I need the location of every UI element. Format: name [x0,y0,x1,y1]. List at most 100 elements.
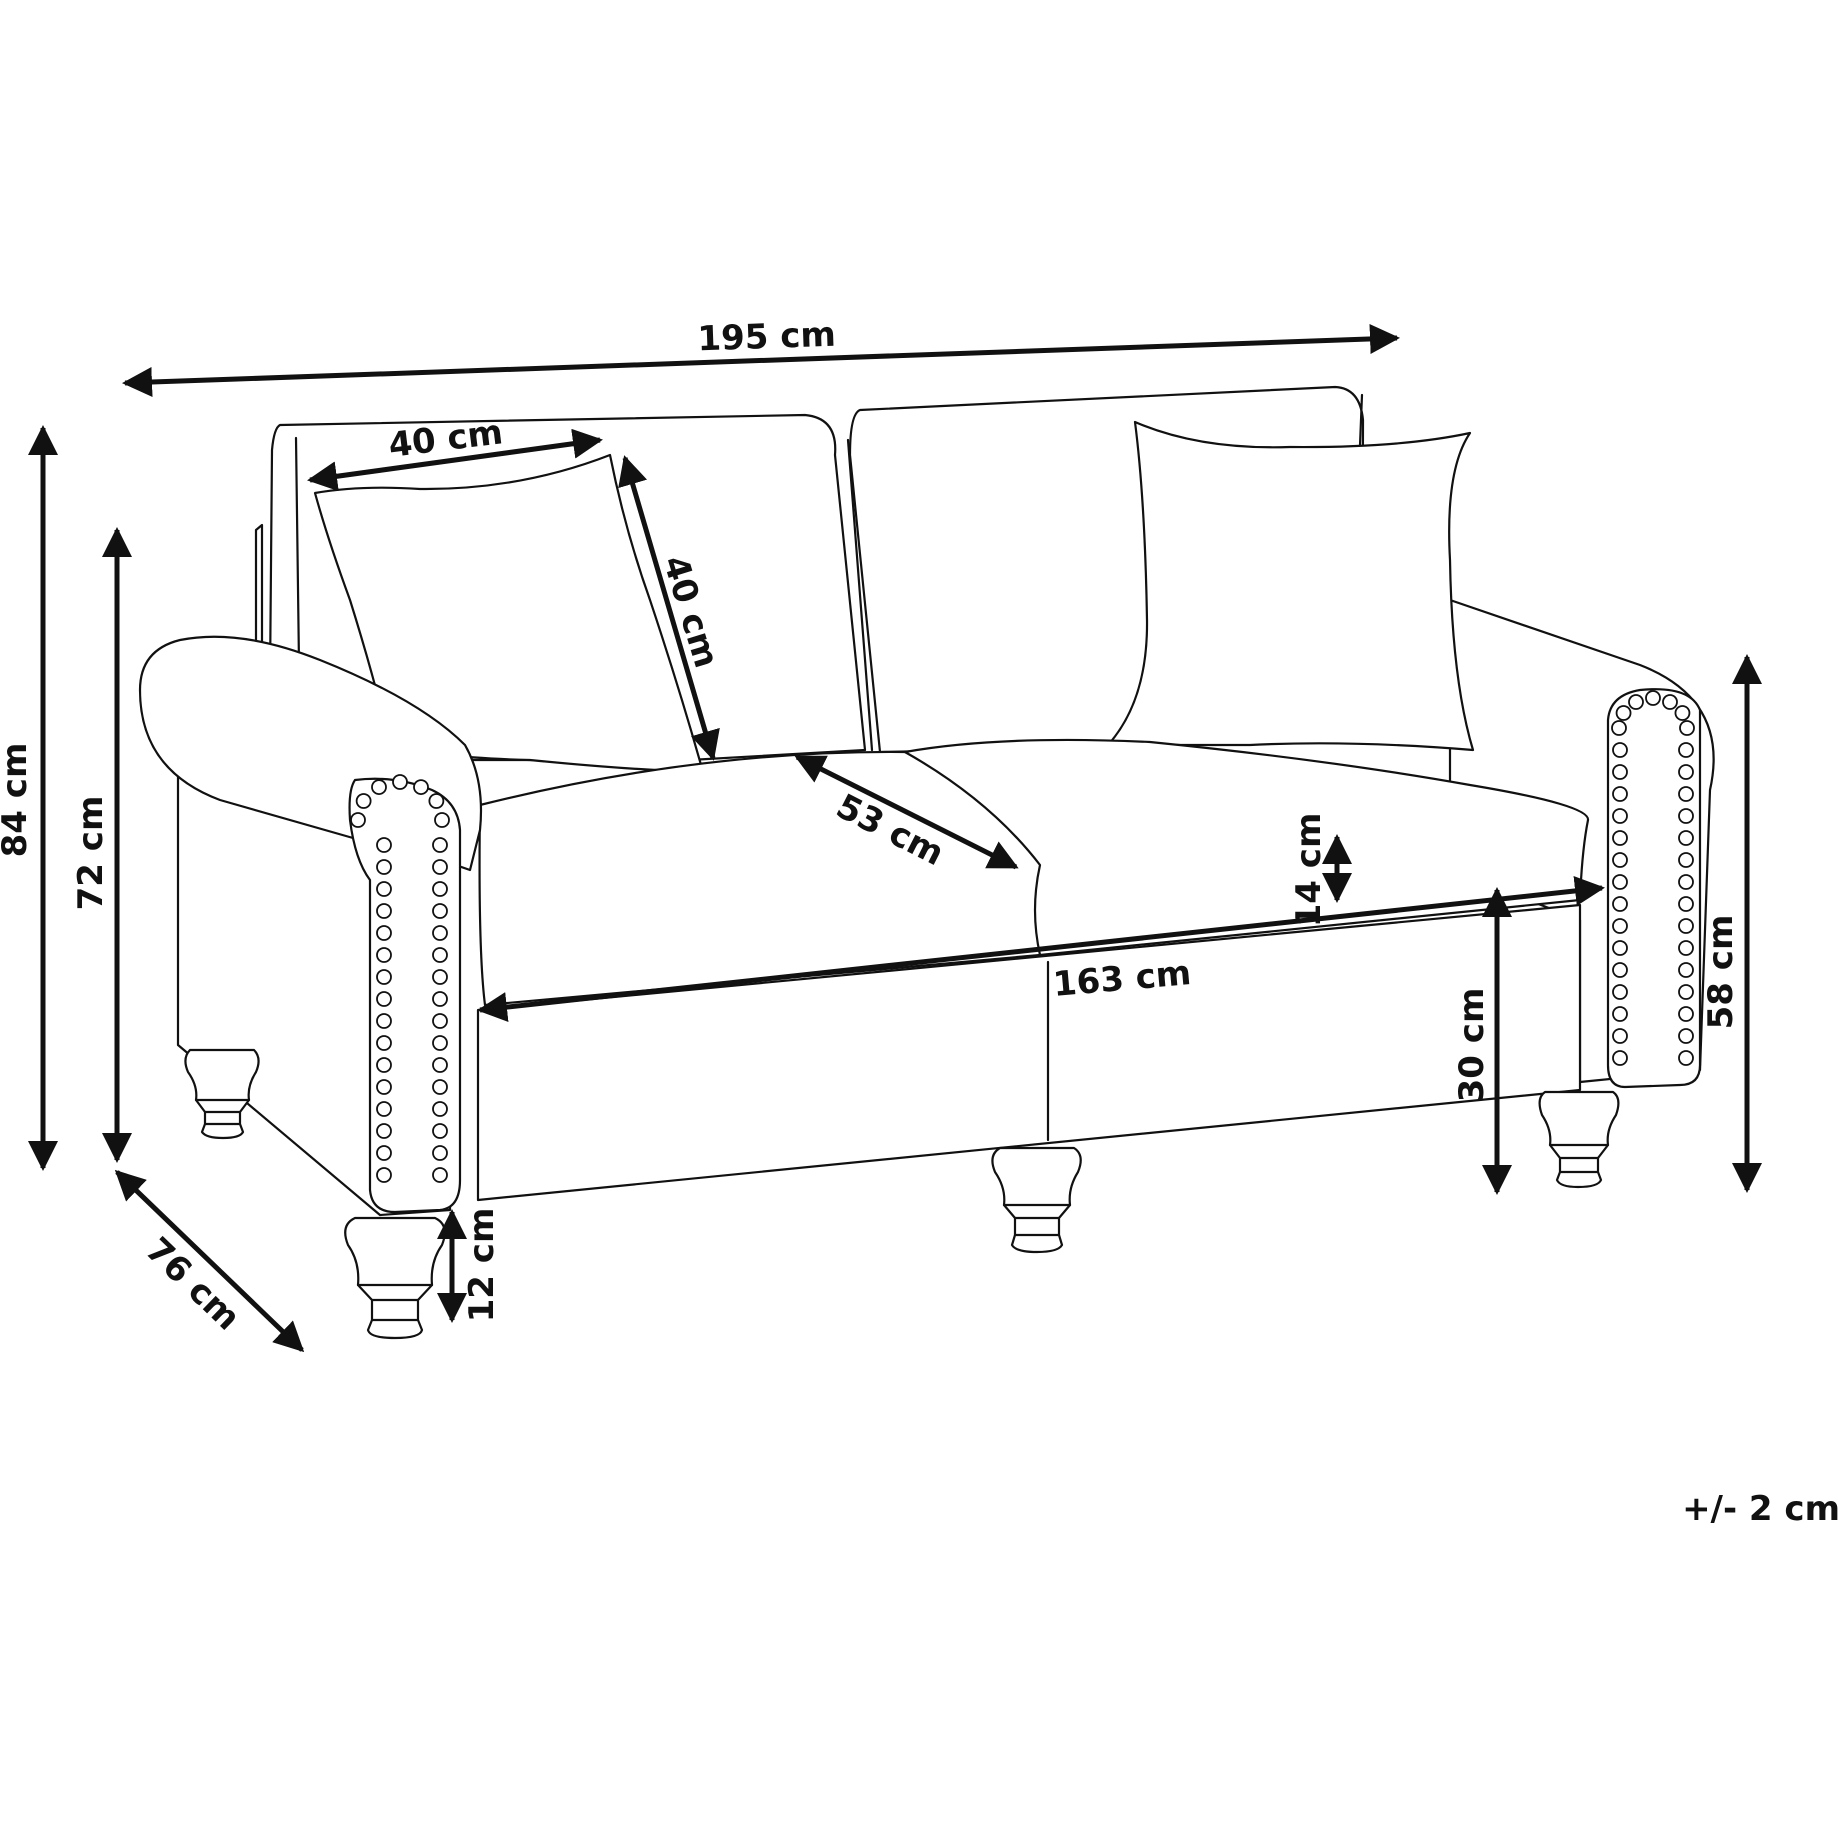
dim-line-seat-width [477,876,1605,1022]
nailhead-stud [432,1123,448,1139]
nailhead-stud [1678,742,1694,758]
nailhead-stud [1678,896,1694,912]
nailhead-stud [1679,720,1695,736]
nailhead-stud [355,793,372,809]
nailhead-stud [432,1145,448,1161]
nailhead-stud [1612,1028,1628,1044]
nailhead-stud [376,1145,392,1161]
nailhead-stud [1678,984,1694,1000]
nailhead-stud [1612,940,1628,956]
nailhead-stud [432,1101,448,1117]
nailhead-stud [371,779,387,795]
nailhead-stud [1612,874,1628,890]
nailhead-stud [1645,690,1661,706]
nailhead-stud [1678,808,1694,824]
nailhead-stud [1628,694,1644,710]
nailhead-stud [1678,874,1694,890]
nailhead-stud [1678,918,1694,934]
back-frame-left-tab [254,523,264,662]
nailhead-stud [1612,1050,1628,1066]
dim-line-total-width [122,323,1400,398]
label-cushion-thickness: 14 cm [1289,813,1329,928]
nailhead-stud [434,812,450,828]
nailhead-stud [376,1035,392,1051]
nailhead-stud [432,991,448,1007]
dimension-lines [28,323,1762,1353]
nailhead-stud [376,1123,392,1139]
leg-front-center [991,1146,1082,1254]
dim-line-depth [114,1169,305,1353]
nailhead-stud [1612,984,1628,1000]
nailhead-stud [376,947,392,963]
dim-line-pillow-width [307,428,603,492]
nailhead-stud [1678,962,1694,978]
nailhead-stud [1678,852,1694,868]
nailhead-stud [1678,764,1694,780]
nailhead-stud [432,1035,448,1051]
label-leg-height: 12 cm [462,1208,502,1323]
dim-line-seat-depth [794,754,1019,870]
nailhead-stud [1612,742,1628,758]
nailhead-stud [376,859,392,875]
nailhead-stud [432,1057,448,1073]
nailhead-stud [1612,1006,1628,1022]
nailhead-stud [1678,1028,1694,1044]
dim-line-pillow-height [618,455,720,761]
nailhead-stud [1674,705,1691,721]
right-arm-front [1606,688,1702,1089]
nailhead-stud [432,925,448,941]
studs-right [1611,690,1695,1066]
pillow-right [1106,420,1475,752]
nailhead-stud [1678,1050,1694,1066]
nailhead-stud [376,925,392,941]
nailhead-stud [1678,786,1694,802]
nailhead-stud [392,774,408,790]
nailhead-stud [432,947,448,963]
label-back-height: 72 cm [71,796,111,911]
nailhead-stud [432,1167,448,1183]
leg-front-right [1538,1090,1620,1189]
nailhead-stud [376,903,392,919]
nailhead-stud [432,881,448,897]
nailhead-stud [1612,962,1628,978]
nailhead-stud [1678,1006,1694,1022]
nailhead-stud [376,881,392,897]
nailhead-stud [432,903,448,919]
nailhead-stud [1612,830,1628,846]
nailhead-stud [376,1101,392,1117]
nailhead-stud [432,1079,448,1095]
nailhead-stud [413,779,429,795]
label-arm-height: 58 cm [1701,915,1741,1030]
nailhead-stud [376,969,392,985]
nailhead-stud [1612,808,1628,824]
studs-left [350,774,450,1183]
nailhead-stud [1662,694,1678,710]
label-seat-height: 30 cm [1452,988,1492,1103]
nailhead-stud [432,837,448,853]
nailhead-stud [376,1013,392,1029]
nailhead-stud [1615,705,1632,721]
nailhead-stud [1678,830,1694,846]
nailhead-stud [376,1079,392,1095]
nailhead-stud [1612,918,1628,934]
tolerance-note: +/- 2 cm [1682,1489,1840,1529]
nailhead-stud [376,1167,392,1183]
nailhead-stud [1612,786,1628,802]
nailhead-stud [428,793,445,809]
nailhead-stud [1612,852,1628,868]
label-total-width: 195 cm [697,315,837,360]
nailhead-stud [376,991,392,1007]
nailhead-stud [432,1013,448,1029]
nailhead-stud [1612,896,1628,912]
nailhead-stud [350,812,366,828]
nailhead-stud [376,1057,392,1073]
nailhead-stud [376,837,392,853]
nailhead-stud [432,859,448,875]
nailhead-stud [1612,764,1628,780]
leg-back-left [184,1048,260,1140]
label-total-height: 84 cm [0,743,35,858]
nailhead-stud [432,969,448,985]
nailhead-stud [1611,720,1627,736]
